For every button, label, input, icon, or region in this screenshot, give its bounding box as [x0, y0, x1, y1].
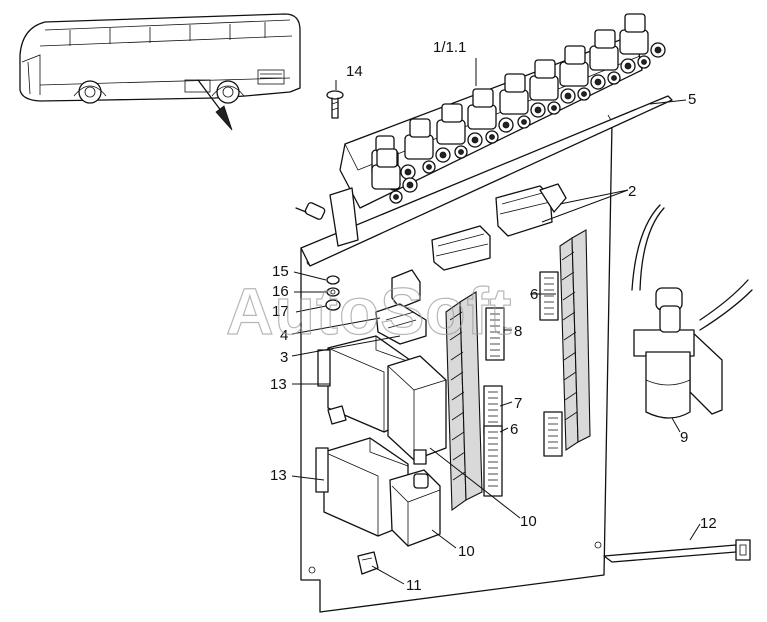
- callout-14: 14: [346, 63, 363, 80]
- callout-13-upper: 13: [270, 376, 287, 393]
- screw-14: [326, 90, 344, 119]
- callout-7: 7: [514, 395, 522, 412]
- callout-12: 12: [700, 515, 717, 532]
- valve-units: [295, 13, 666, 247]
- callout-6-lower: 6: [510, 421, 518, 438]
- callout-17: 17: [272, 303, 289, 320]
- terminal-blocks: [483, 271, 563, 497]
- clip-upper: [327, 405, 347, 425]
- terminal-rails: [445, 229, 591, 512]
- callout-9: 9: [680, 429, 688, 446]
- small-hardware: [325, 269, 427, 345]
- callout-16: 16: [272, 283, 289, 300]
- callout-8: 8: [514, 323, 522, 340]
- callout-10-lower: 10: [458, 543, 475, 560]
- callout-1-1-1: 1/1.1: [433, 39, 466, 56]
- callout-6-upper: 6: [530, 286, 538, 303]
- callout-10-upper: 10: [520, 513, 537, 530]
- plug-connectors: [431, 183, 567, 271]
- callout-13-lower: 13: [270, 467, 287, 484]
- filter-dryer: [631, 204, 753, 419]
- leader-lines: [291, 58, 701, 585]
- callout-labels: 1/1.1 14 5 2 15 16 6 17 4 8 3 13 7 9 6 1…: [270, 39, 717, 594]
- callout-3: 3: [280, 349, 288, 366]
- callout-4: 4: [280, 327, 288, 344]
- callout-11: 11: [406, 577, 422, 594]
- callout-2: 2: [628, 183, 636, 200]
- callout-15: 15: [272, 263, 289, 280]
- bus-thumbnail: [19, 13, 301, 131]
- control-unit-lower: [389, 469, 441, 547]
- control-unit-upper: [387, 355, 447, 465]
- cable-tie: [603, 539, 751, 563]
- callout-5: 5: [688, 91, 696, 108]
- clip-11: [357, 551, 379, 575]
- watermark: AutoSoft: [226, 274, 513, 348]
